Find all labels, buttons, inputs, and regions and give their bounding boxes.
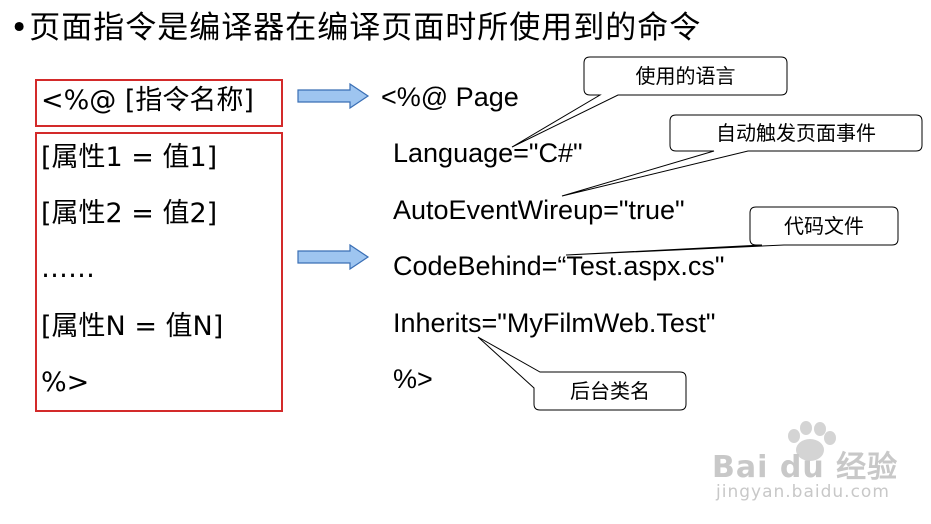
inherits-attribute: Inherits="MyFilmWeb.Test" bbox=[393, 308, 716, 338]
language-attribute: Language="C#" bbox=[393, 138, 583, 168]
callout-language: 使用的语言 bbox=[635, 64, 736, 88]
codebehind-attribute: CodeBehind=“Test.aspx.cs" bbox=[393, 251, 725, 281]
attribute-2: [属性2 = 值2] bbox=[41, 198, 218, 229]
directive-box bbox=[35, 79, 283, 127]
callout-inherits: 后台类名 bbox=[570, 379, 650, 403]
autoevent-attribute: AutoEventWireup="true" bbox=[393, 195, 685, 225]
attribute-ellipsis: …… bbox=[41, 253, 95, 284]
slide-title: •页面指令是编译器在编译页面时所使用到的命令 bbox=[10, 10, 702, 46]
callout-autoevent: 自动触发页面事件 bbox=[716, 121, 876, 145]
attribute-1: [属性1 = 值1] bbox=[41, 142, 218, 173]
arrow-right-icon bbox=[297, 82, 370, 110]
baidu-paw-icon bbox=[780, 420, 840, 470]
directive-syntax: <%@ [指令名称] bbox=[41, 85, 254, 116]
arrow-right-icon bbox=[297, 243, 370, 271]
attribute-n: [属性N = 值N] bbox=[41, 311, 224, 342]
attributes-box bbox=[35, 132, 283, 412]
callout-codebehind: 代码文件 bbox=[784, 214, 864, 238]
page-directive: <%@ Page bbox=[381, 82, 519, 112]
directive-close-left: %> bbox=[41, 367, 90, 398]
watermark-url: jingyan.baidu.com bbox=[716, 482, 890, 502]
watermark-logo: Bai du 经验 bbox=[712, 450, 899, 485]
directive-close-right: %> bbox=[393, 364, 433, 394]
